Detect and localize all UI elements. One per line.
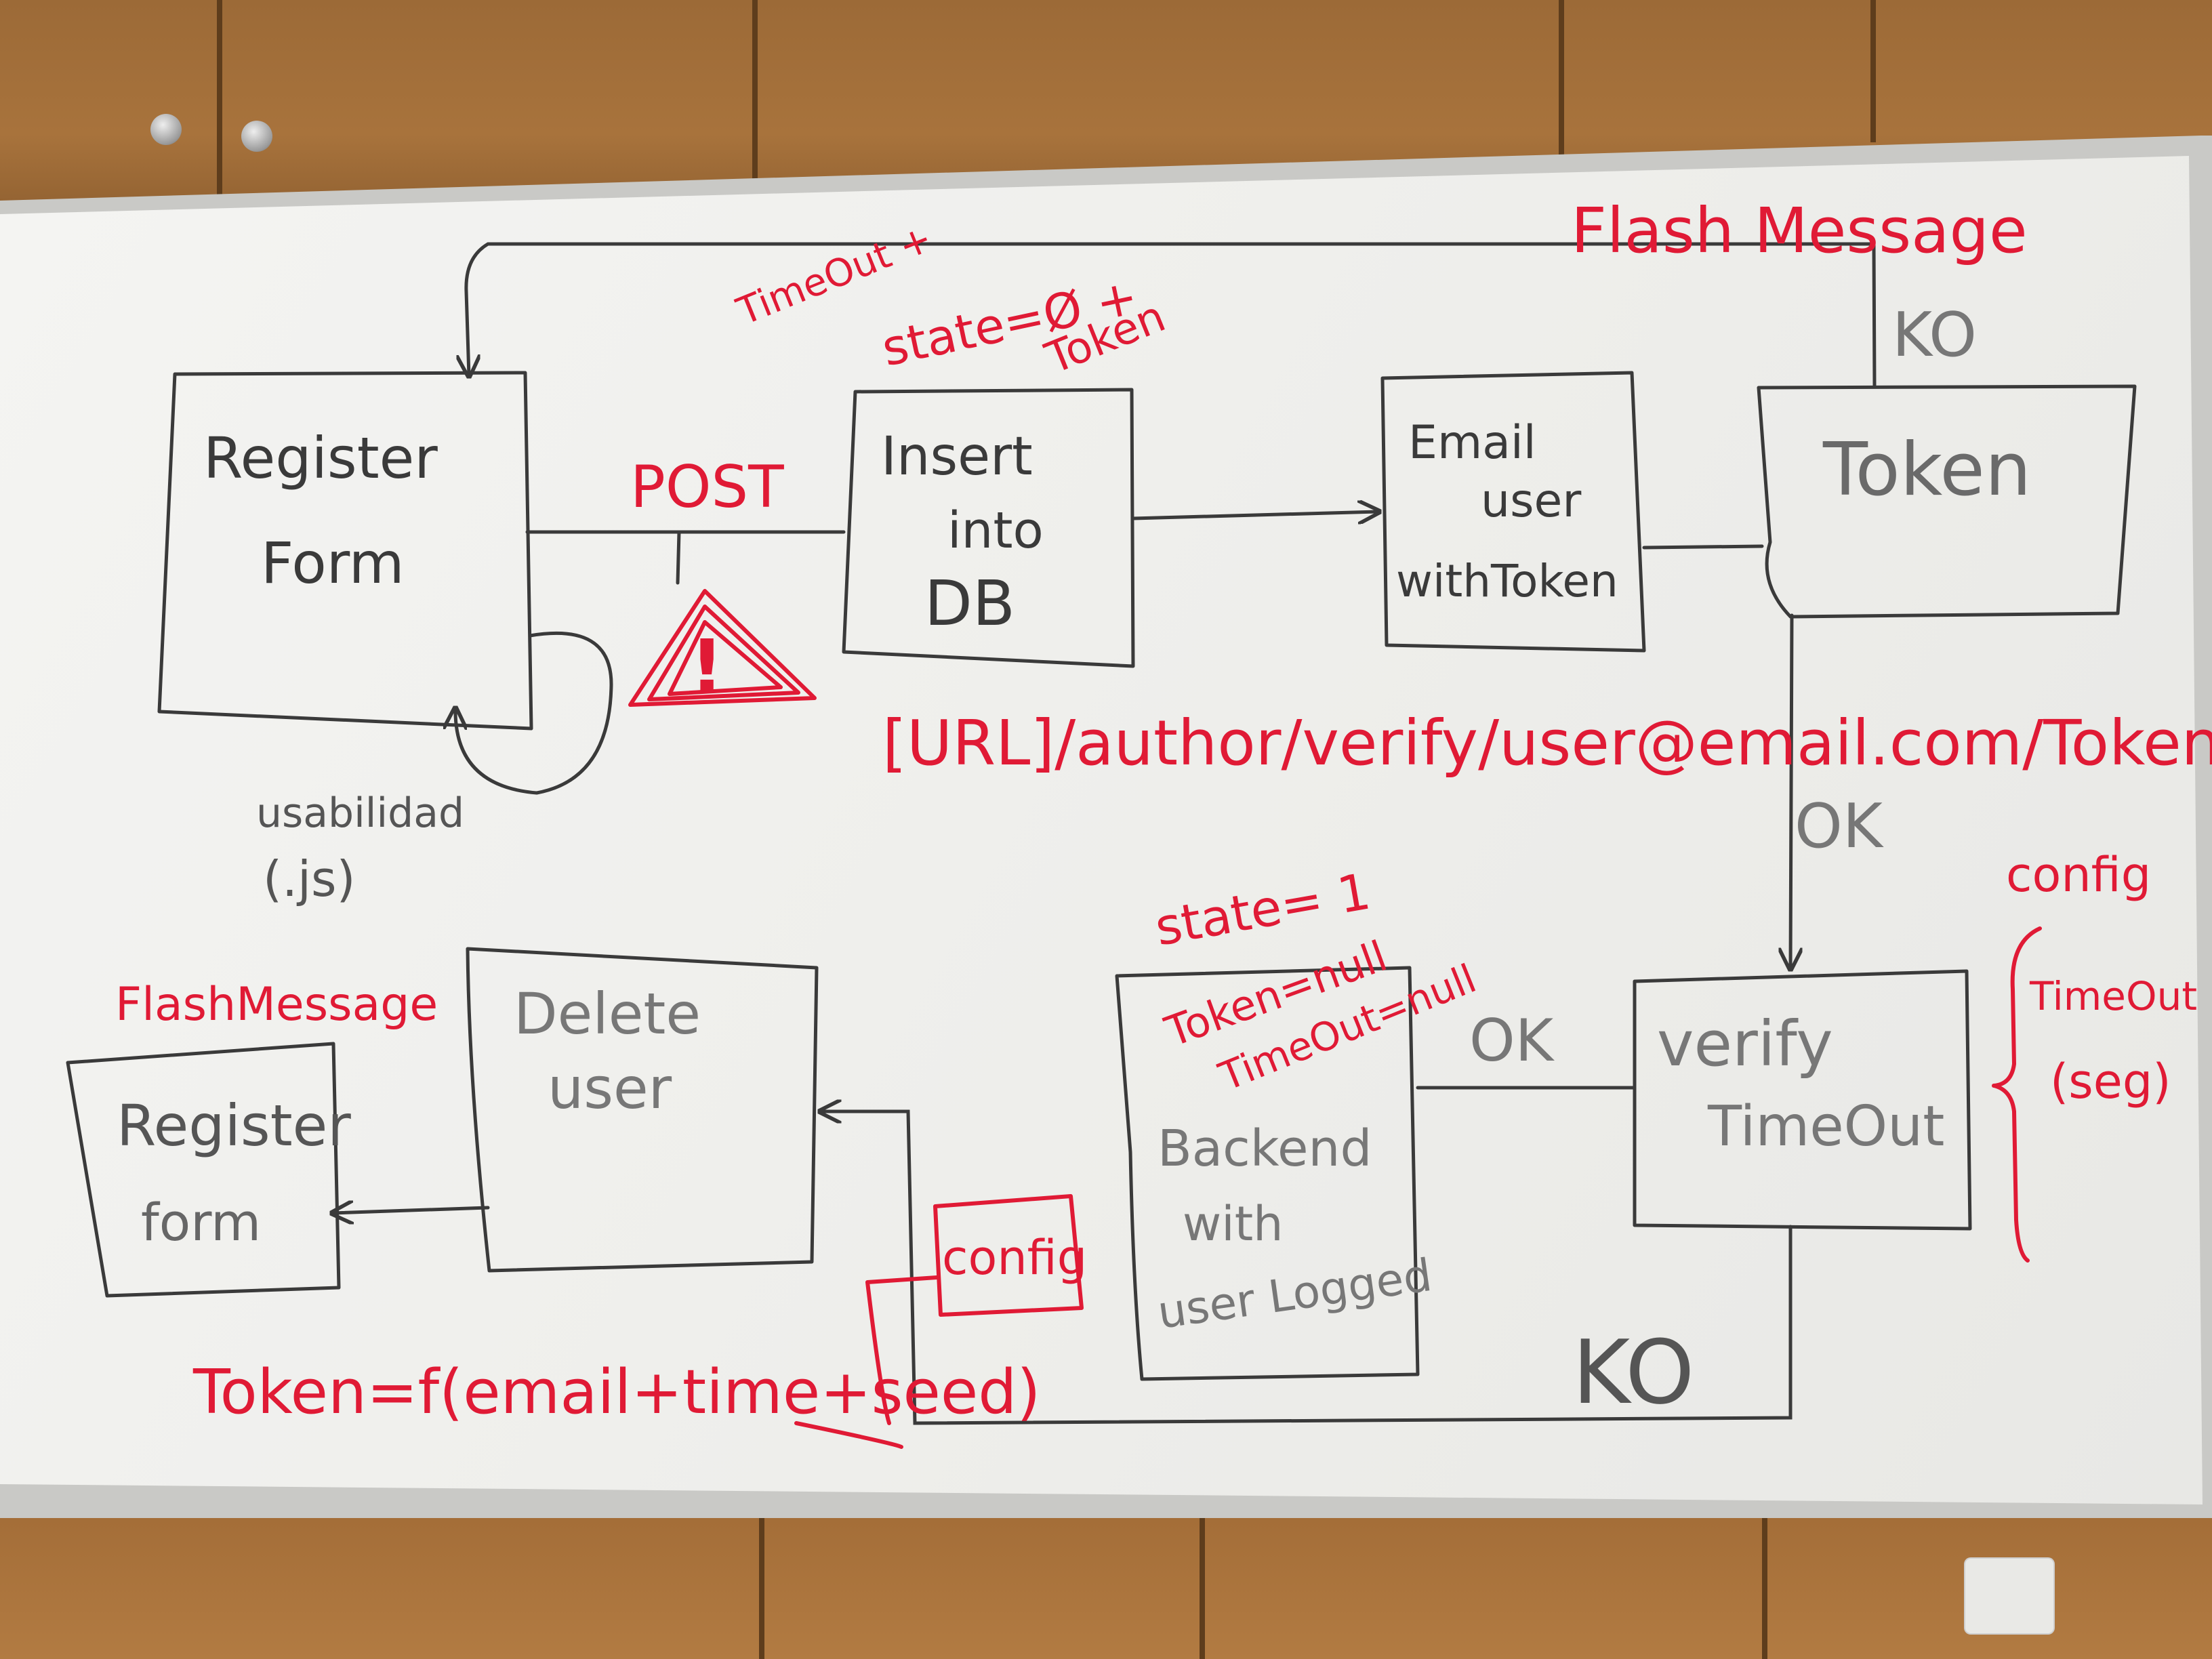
whiteboard <box>0 156 2203 1504</box>
verify-timeout-box <box>1633 969 1972 1231</box>
seg-label-right: (seg) <box>2050 1054 2171 1109</box>
ko-top-label: KO <box>1892 300 1977 371</box>
edge-verify-ko-delete <box>820 1111 1793 1425</box>
seed-underline <box>794 1421 903 1449</box>
ok-right-label: OK <box>1795 791 1884 862</box>
cabinet-seam <box>1559 0 1564 163</box>
warning-mark: ! <box>690 623 724 710</box>
config-box-outline <box>933 1194 1084 1317</box>
cabinet-seam <box>1200 1491 1205 1659</box>
edge-post-tick <box>676 530 681 585</box>
backend-line-1: Backend <box>1158 1120 1372 1178</box>
verify-timeout-line-2: TimeOut <box>1707 1094 1944 1159</box>
warning-icon <box>628 589 817 707</box>
config-brace <box>1992 926 2042 1263</box>
flash-message-bottom: FlashMessage <box>115 978 438 1031</box>
register-form-2-line-1: Register <box>117 1092 351 1159</box>
backend-box <box>1115 966 1420 1381</box>
backend-line-3: user Logged <box>1155 1249 1435 1339</box>
timeout-label-right: TimeOut <box>2029 973 2197 1019</box>
usability-line-1: usabilidad <box>256 790 464 837</box>
insert-db-line-1: Insert <box>881 426 1033 487</box>
email-user-line-3: withToken <box>1396 555 1618 607</box>
cabinet-seam <box>752 0 758 190</box>
delete-user-line-1: Delete <box>514 981 701 1047</box>
post-label: POST <box>630 453 784 521</box>
edge-delete-to-register <box>332 1208 490 1213</box>
cabinet-knob <box>150 114 182 145</box>
register-form-box <box>157 371 533 731</box>
config-label-right: config <box>2006 847 2151 903</box>
config-box-label: config <box>942 1230 1087 1286</box>
insert-db-line-2: into <box>947 501 1044 560</box>
email-user-line-2: user <box>1481 474 1581 528</box>
edge-token-ko-flash <box>466 242 1877 388</box>
power-outlet <box>1965 1559 2053 1633</box>
insert-db-line-3: DB <box>924 567 1015 640</box>
flash-message-top: Flash Message <box>1571 194 2028 267</box>
cabinet-seam <box>759 1491 764 1659</box>
cabinet-knob <box>241 121 272 152</box>
verify-url: [URL]/author/verify/user@email.com/Token <box>882 707 2212 779</box>
token-formula: Token=f(email+time+seed) <box>192 1357 1041 1428</box>
ko-bottom-label: KO <box>1572 1321 1694 1424</box>
verify-timeout-line-1: verify <box>1657 1008 1833 1080</box>
delete-user-box <box>466 947 819 1273</box>
email-user-line-1: Email <box>1408 416 1536 470</box>
cabinet-seam <box>217 0 222 203</box>
register-form-line-1: Register <box>203 425 438 491</box>
backend-line-2: with <box>1183 1196 1284 1252</box>
config-pointer-line <box>865 1275 939 1425</box>
register-form-2-line-2: form <box>141 1192 261 1252</box>
email-user-box <box>1380 371 1646 653</box>
edge-email-to-token <box>1642 544 1764 550</box>
ok-middle-label: OK <box>1469 1007 1555 1075</box>
register-form-2-box <box>66 1042 341 1298</box>
token-label: Token <box>1822 428 2031 512</box>
usability-line-2: (.js) <box>263 851 356 907</box>
delete-user-line-2: user <box>548 1055 672 1122</box>
usability-loop <box>455 632 613 795</box>
edge-insert-to-email <box>1131 512 1379 518</box>
cabinet-seam <box>1870 0 1876 142</box>
cabinet-seam <box>1762 1491 1767 1659</box>
register-form-line-2: Form <box>261 530 405 596</box>
insert-db-box <box>842 388 1135 668</box>
edge-token-ok-verify <box>1790 613 1792 969</box>
